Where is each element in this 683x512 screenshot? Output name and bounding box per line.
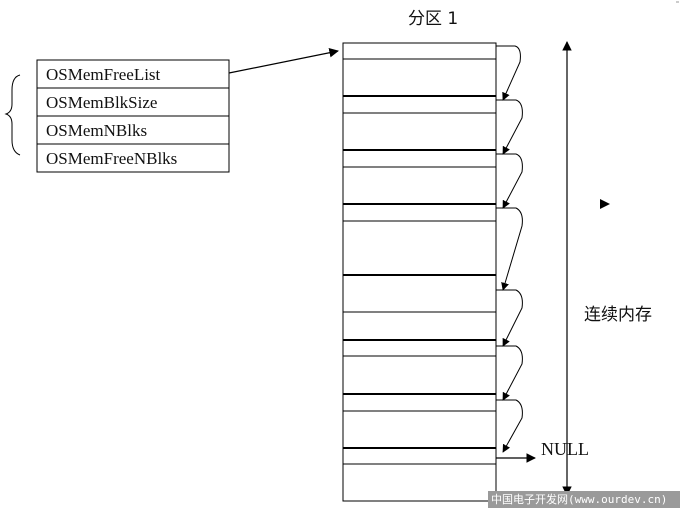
- link-arrows: [496, 45, 523, 453]
- field-blk-size: OSMemBlkSize: [46, 93, 157, 112]
- free-list-pointer-arrow: [228, 48, 339, 74]
- null-label: NULL: [541, 439, 589, 459]
- block-separators: [343, 58, 496, 465]
- field-n-blks: OSMemNBlks: [46, 121, 147, 140]
- control-block-table: OSMemFreeList OSMemBlkSize OSMemNBlks OS…: [36, 59, 230, 173]
- left-brace: [4, 74, 21, 156]
- small-triangle-icon: [600, 199, 610, 209]
- field-free-n-blks: OSMemFreeNBlks: [46, 149, 177, 168]
- field-free-list: OSMemFreeList: [46, 65, 161, 84]
- link-arrow: [496, 99, 523, 155]
- link-arrow: [496, 207, 523, 291]
- contiguous-memory-label: 连续内存: [584, 305, 652, 325]
- link-arrow: [496, 45, 521, 101]
- watermark: 中国电子开发网(www.ourdev.cn): [488, 491, 680, 508]
- partition-title: 分区 1: [408, 9, 458, 29]
- link-arrow: [496, 289, 523, 347]
- link-arrow: [496, 399, 523, 453]
- watermark-text: 中国电子开发网(www.ourdev.cn): [491, 492, 667, 506]
- link-arrow: [496, 345, 523, 401]
- memory-column: [342, 42, 497, 502]
- link-arrow: [496, 153, 523, 209]
